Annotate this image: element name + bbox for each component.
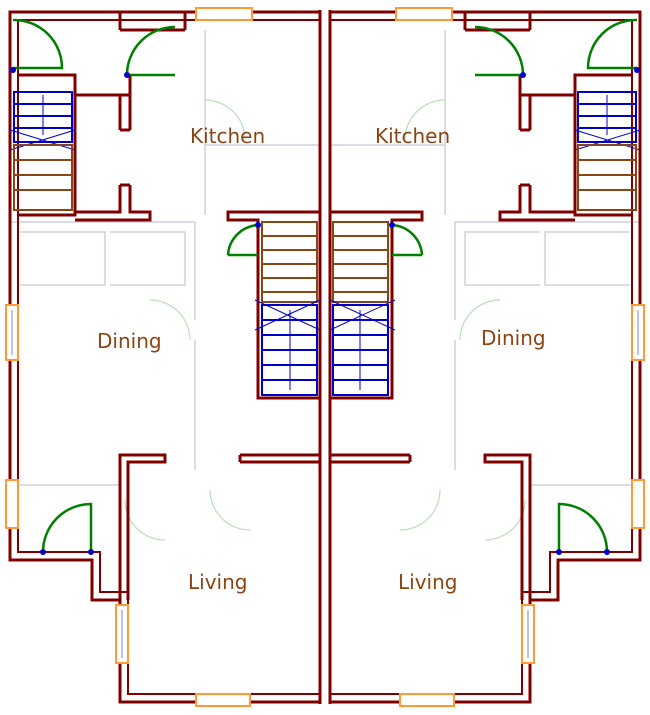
- stair-right-utility-up: [574, 91, 641, 151]
- window-frames: [11, 310, 639, 658]
- room-label-dining-left: Dining: [97, 329, 162, 353]
- room-label-living-left: Living: [188, 570, 247, 594]
- stair-central-right-up: [329, 299, 396, 396]
- stair-right-utility-down: [577, 144, 637, 211]
- walls: [8, 10, 642, 704]
- windows: [5, 7, 645, 707]
- stair-central-left-down: [261, 221, 318, 303]
- stair-left-utility-down: [13, 144, 73, 211]
- room-labels: Kitchen Kitchen Dining Dining Living Liv…: [97, 124, 546, 594]
- room-label-living-right: Living: [398, 570, 457, 594]
- interior-partitions: [10, 30, 640, 486]
- room-label-kitchen-right: Kitchen: [375, 124, 450, 148]
- stair-central-left-up: [254, 299, 321, 396]
- stair-left-utility-up: [9, 91, 76, 151]
- interior-door-swings: [124, 99, 526, 541]
- door-hinges: [10, 67, 640, 555]
- room-label-dining-right: Dining: [481, 326, 546, 350]
- room-label-kitchen-left: Kitchen: [190, 124, 265, 148]
- doors: [12, 18, 638, 553]
- stair-central-right-down: [332, 221, 389, 303]
